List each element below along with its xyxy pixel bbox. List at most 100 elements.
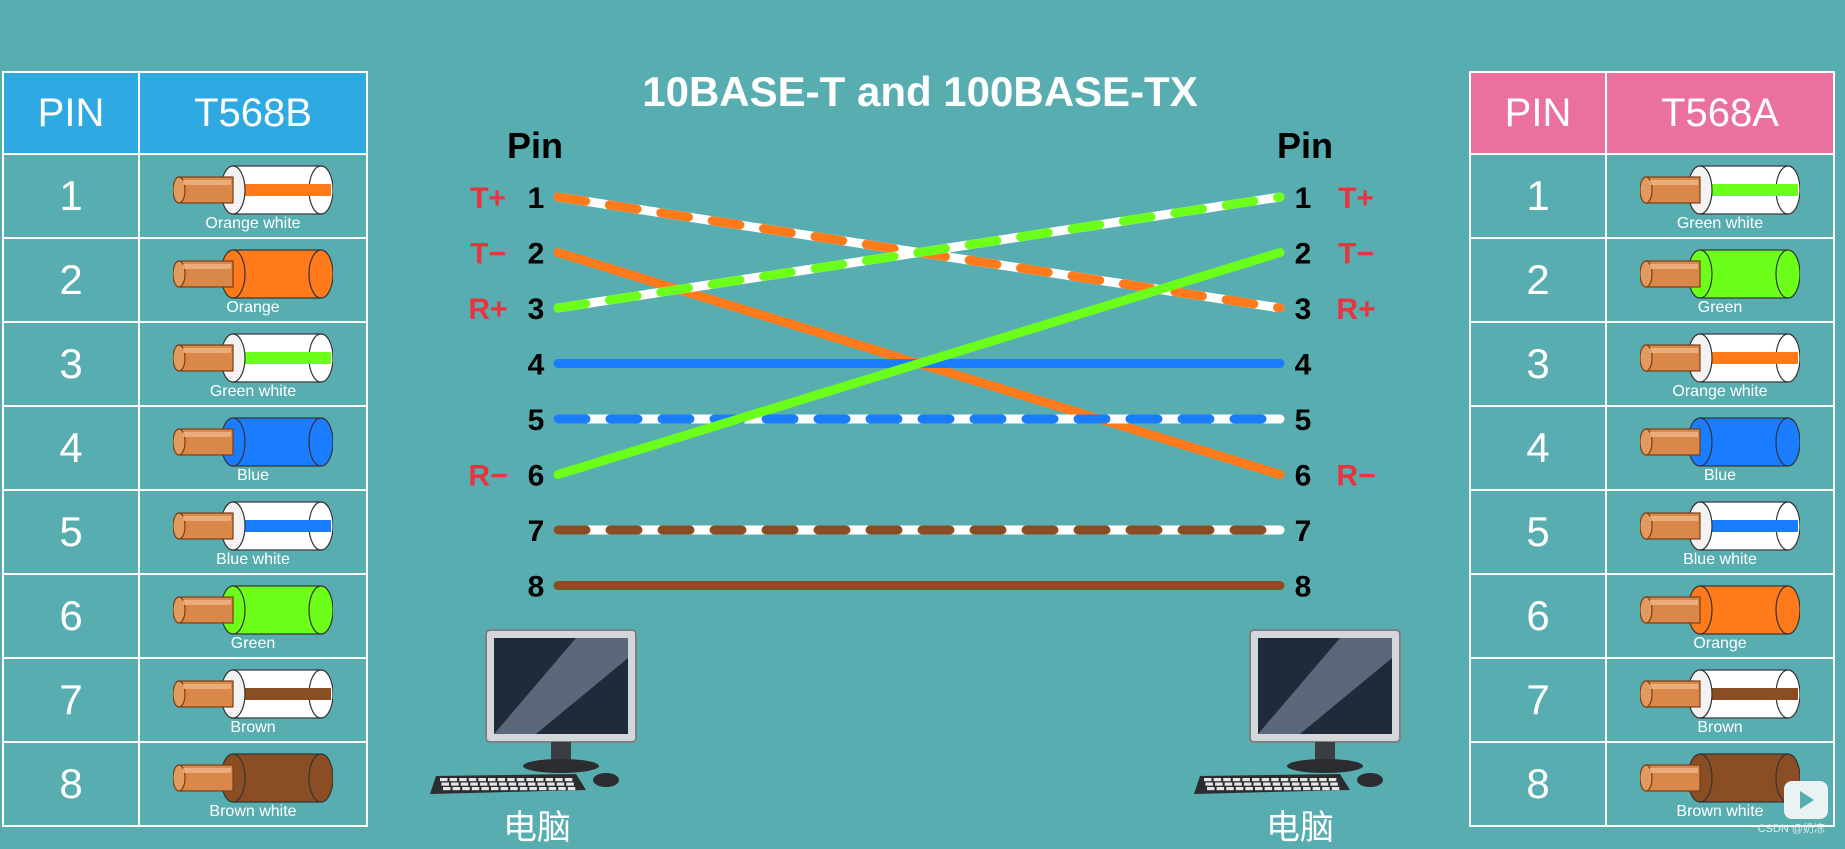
left-diagram-pin-1: 1 (528, 182, 545, 215)
left-signal-label: R− (468, 460, 507, 493)
right-diagram-pin-4: 4 (1295, 349, 1312, 382)
left-wire-cell: Brown (138, 657, 368, 743)
left-wire-cell: Green (138, 573, 368, 659)
wire-end-icon (1640, 165, 1800, 215)
wire-end-icon (173, 249, 333, 299)
right-wire-label: Green white (1676, 215, 1764, 232)
keyboard-icon (430, 774, 586, 794)
diagram-title: 10BASE-T and 100BASE-TX (642, 68, 1198, 115)
left-wire-label: Blue white (216, 551, 290, 568)
right-wire-cell: Orange (1605, 573, 1835, 659)
right-wire-cell: Brown (1605, 657, 1835, 743)
left-pin-number: 2 (2, 237, 140, 323)
wire-pin-6-to-2 (553, 248, 1285, 479)
right-signal-label: T− (1338, 238, 1374, 271)
left-diagram-pin-7: 7 (528, 515, 545, 548)
right-wire-cell: Blue (1605, 405, 1835, 491)
wire-end-icon (173, 753, 333, 803)
right-signal-label: R+ (1336, 293, 1375, 326)
wire-end-icon (173, 165, 333, 215)
left-wire-label: Orange (226, 299, 280, 316)
wire-end-icon (173, 501, 333, 551)
left-wire-label: Brown white (209, 803, 297, 820)
left-computer-icon (430, 629, 637, 794)
left-diagram-pin-2: 2 (528, 238, 545, 271)
right-diagram-pin-5: 5 (1295, 404, 1312, 437)
right-diagram-pin-2: 2 (1295, 238, 1312, 271)
wire-end-icon (173, 585, 333, 635)
mouse-icon (1357, 773, 1383, 787)
wire-end-icon (1640, 333, 1800, 383)
t568a-header-pin: PIN (1469, 71, 1607, 155)
right-signal-label: R− (1336, 460, 1375, 493)
left-pin-number: 4 (2, 405, 140, 491)
right-pin-header: Pin (1277, 125, 1333, 166)
wire-end-icon (1640, 669, 1800, 719)
right-pin-number: 1 (1469, 153, 1607, 239)
right-diagram-pin-8: 8 (1295, 571, 1312, 604)
right-wire-label: Brown white (1676, 803, 1764, 820)
mouse-icon (593, 773, 619, 787)
left-wire-cell: Orange white (138, 153, 368, 239)
right-diagram-pin-6: 6 (1295, 460, 1312, 493)
right-wire-cell: Blue white (1605, 489, 1835, 575)
left-wire-cell: Blue (138, 405, 368, 491)
left-wire-label: Green white (209, 383, 297, 400)
right-pin-number: 5 (1469, 489, 1607, 575)
right-wire-label: Brown (1697, 719, 1743, 736)
wire-end-icon (173, 333, 333, 383)
left-computer-label: 电脑 (503, 809, 571, 847)
left-pin-number: 7 (2, 657, 140, 743)
left-signal-label: T+ (470, 182, 506, 215)
right-wire-label: Blue (1703, 467, 1737, 484)
right-pin-number: 4 (1469, 405, 1607, 491)
watermark: CSDN @奶冻 (1757, 823, 1825, 835)
wire-end-icon (173, 417, 333, 467)
play-button-icon[interactable] (1782, 775, 1832, 825)
right-signal-label: T+ (1338, 182, 1374, 215)
left-signal-label: R+ (468, 293, 507, 326)
left-diagram-pin-4: 4 (528, 349, 545, 382)
right-diagram-pin-7: 7 (1295, 515, 1312, 548)
left-pin-number: 1 (2, 153, 140, 239)
right-pin-number: 8 (1469, 741, 1607, 827)
wire-end-icon (1640, 249, 1800, 299)
wire-end-icon (1640, 585, 1800, 635)
right-wire-cell: Green white (1605, 153, 1835, 239)
left-diagram-pin-6: 6 (528, 460, 545, 493)
right-computer-icon (1194, 629, 1401, 794)
t568a-header-standard: T568A (1605, 71, 1835, 155)
right-wire-label: Blue white (1683, 551, 1757, 568)
right-diagram-pin-1: 1 (1295, 182, 1312, 215)
left-diagram-pin-8: 8 (528, 571, 545, 604)
left-wire-label: Green (230, 635, 276, 652)
t568b-header-standard: T568B (138, 71, 368, 155)
right-pin-number: 2 (1469, 237, 1607, 323)
t568b-header-pin: PIN (2, 71, 140, 155)
right-computer-label: 电脑 (1266, 809, 1334, 847)
right-wire-label: Orange (1693, 635, 1747, 652)
wire-end-icon (173, 669, 333, 719)
right-wire-label: Green (1697, 299, 1743, 316)
right-diagram-pin-3: 3 (1295, 293, 1312, 326)
left-pin-number: 5 (2, 489, 140, 575)
right-wire-cell: Orange white (1605, 321, 1835, 407)
left-pin-number: 8 (2, 741, 140, 827)
left-wire-label: Brown (230, 719, 276, 736)
